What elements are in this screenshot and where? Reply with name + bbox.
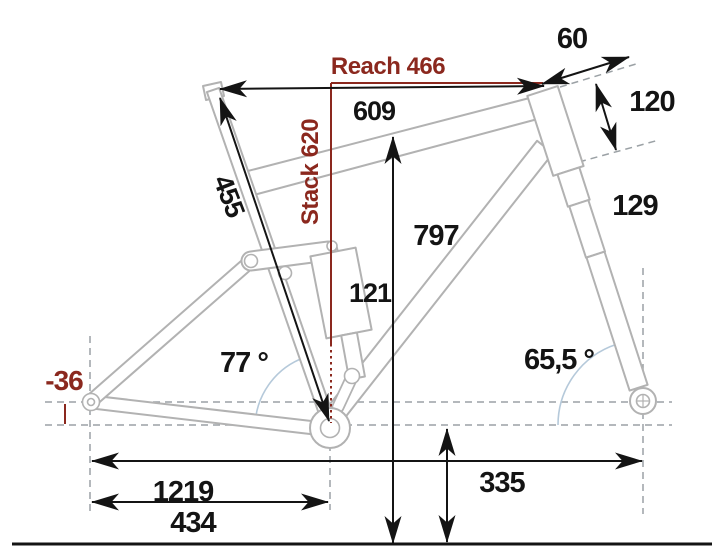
seat-angle-label: 77 ° bbox=[220, 347, 268, 379]
head-angle-arc bbox=[557, 343, 617, 426]
seatstay bbox=[85, 254, 258, 407]
chainstay-label: 434 bbox=[170, 507, 216, 539]
bb-drop-label: -36 bbox=[45, 365, 83, 396]
stem-length-label: 60 bbox=[557, 23, 587, 55]
wheelbase-label: 1219 bbox=[153, 476, 214, 508]
bottom-bracket bbox=[319, 417, 341, 439]
labels: Reach 466 Stack 620 -36 60 120 129 609 4… bbox=[45, 23, 675, 539]
head-tube-arrow bbox=[595, 83, 617, 151]
top-tube-label: 609 bbox=[353, 96, 396, 126]
fork-crown bbox=[556, 166, 591, 208]
reach-label: Reach 466 bbox=[331, 53, 445, 80]
fork-lower-leg bbox=[585, 250, 649, 392]
seat-tube-arrow bbox=[219, 97, 330, 422]
fork-trail-label: 129 bbox=[612, 190, 658, 222]
fork-stanchion bbox=[568, 199, 606, 259]
shock-shaft bbox=[340, 331, 366, 381]
top-tube bbox=[243, 93, 550, 197]
rear-axle bbox=[86, 397, 96, 407]
head-tube-bottom-extension-guide bbox=[578, 139, 660, 163]
shock-clevis-pivot bbox=[343, 367, 361, 385]
bb-height-label: 335 bbox=[479, 467, 525, 499]
stem-arrow bbox=[541, 56, 630, 85]
rear-travel-label: 121 bbox=[349, 278, 392, 308]
standover-label: 797 bbox=[413, 220, 458, 252]
measurement-arrows bbox=[91, 56, 643, 544]
frame bbox=[81, 81, 657, 449]
top-tube-arrow bbox=[219, 77, 545, 98]
rocker-pivot-front bbox=[243, 253, 259, 269]
stack-label: Stack 620 bbox=[297, 119, 324, 225]
head-tube-length-label: 120 bbox=[629, 86, 674, 118]
head-angle-label: 65,5 ° bbox=[524, 344, 594, 376]
